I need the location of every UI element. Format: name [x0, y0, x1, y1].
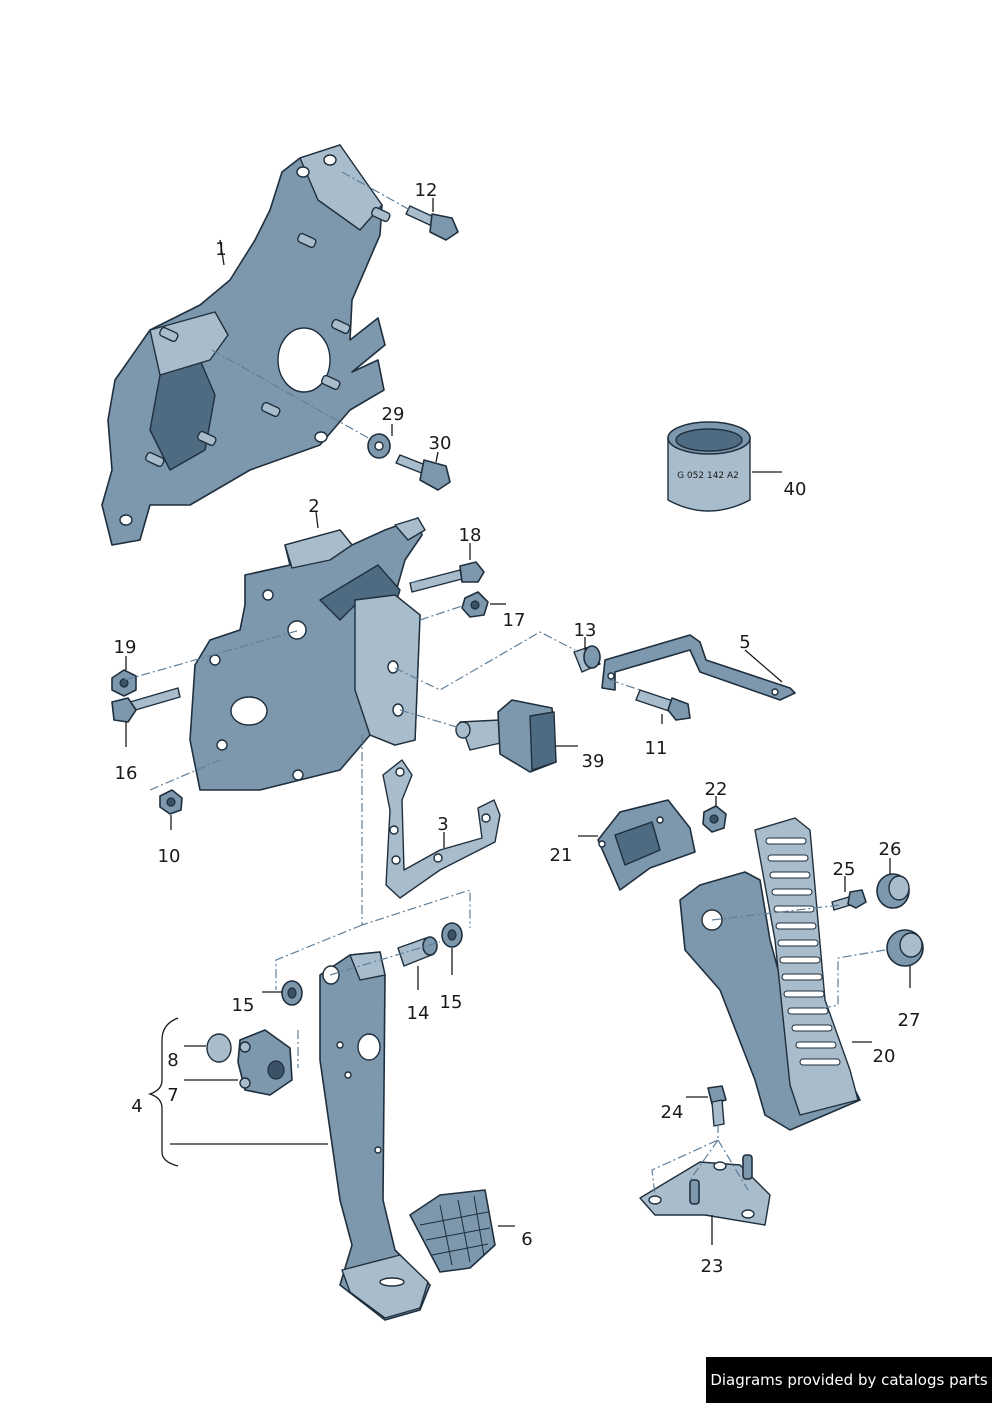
- attribution-footer: Diagrams provided by catalogs parts: [706, 1357, 992, 1403]
- label-27: 27: [898, 1010, 921, 1031]
- part-6-pedal-pad: [409, 1189, 496, 1273]
- part-12-bolt: [405, 205, 459, 241]
- label-3: 3: [437, 814, 448, 835]
- label-1: 1: [215, 239, 226, 260]
- label-20: 20: [873, 1046, 896, 1067]
- label-2: 2: [308, 496, 319, 517]
- part-20-accelerator-pedal: [679, 817, 861, 1131]
- part-40-sleeve: G 052 142 A2: [667, 421, 751, 512]
- label-14: 14: [407, 1003, 430, 1024]
- part-marking-text: G 052 142 A2: [677, 471, 739, 481]
- label-22: 22: [705, 779, 728, 800]
- part-5-bracket: [601, 634, 796, 701]
- leader-lines: [125, 198, 911, 1245]
- part-17-nut: [461, 591, 489, 618]
- part-1-mounting-bracket: [101, 144, 391, 546]
- part-19-nut: [111, 669, 137, 697]
- part-8-cap: [206, 1033, 232, 1063]
- part-2-pedal-bracket: [189, 517, 426, 791]
- label-39: 39: [582, 751, 605, 772]
- label-10: 10: [158, 846, 181, 867]
- part-10-nut: [159, 789, 183, 815]
- part-39-brake-light-switch: [455, 699, 557, 773]
- part-23-plate: [639, 1154, 771, 1226]
- label-7: 7: [167, 1085, 178, 1106]
- part-3-bracket: [382, 759, 501, 899]
- label-24: 24: [661, 1102, 684, 1123]
- label-15-right: 15: [440, 992, 463, 1013]
- label-8: 8: [167, 1050, 178, 1071]
- part-25-screw: [831, 889, 867, 911]
- part-15-bush-left: [281, 980, 303, 1006]
- label-16: 16: [115, 763, 138, 784]
- part-30-bolt: [395, 454, 451, 491]
- label-11: 11: [645, 738, 668, 759]
- part-21-holder: [597, 799, 696, 891]
- label-26: 26: [879, 839, 902, 860]
- label-4: 4: [131, 1096, 142, 1117]
- label-6: 6: [521, 1229, 532, 1250]
- label-13: 13: [574, 620, 597, 641]
- label-19: 19: [114, 637, 137, 658]
- label-21: 21: [550, 845, 573, 866]
- part-7-bearing: [237, 1029, 293, 1096]
- part-18-bolt: [409, 561, 485, 593]
- part-4-brake-pedal: [319, 951, 431, 1321]
- part-15-bush-right: [441, 922, 463, 948]
- label-12: 12: [415, 180, 438, 201]
- part-27-cap: [886, 929, 924, 967]
- label-30: 30: [429, 433, 452, 454]
- label-17: 17: [503, 610, 526, 631]
- part-13-bush: [573, 645, 601, 673]
- part-14-sleeve: [397, 936, 438, 967]
- callout-labels: 1 12 29 30 40 2 18 17 13 5 19 16 11 39 1…: [114, 180, 921, 1277]
- assembly-lines: [124, 171, 886, 1196]
- label-5: 5: [739, 632, 750, 653]
- label-40: 40: [784, 479, 807, 500]
- part-22-nut: [702, 805, 727, 833]
- label-18: 18: [459, 525, 482, 546]
- label-29: 29: [382, 404, 405, 425]
- part-11-bolt: [635, 689, 691, 721]
- part-26-cap: [876, 873, 910, 909]
- label-15-left: 15: [232, 995, 255, 1016]
- label-25: 25: [833, 859, 856, 880]
- part-29-washer: [367, 433, 391, 459]
- label-23: 23: [701, 1256, 724, 1277]
- part-24-bolt: [707, 1085, 727, 1127]
- part-16-bolt: [111, 687, 181, 723]
